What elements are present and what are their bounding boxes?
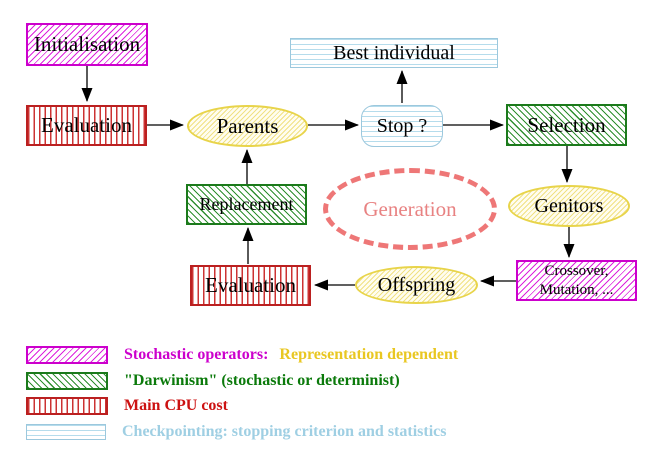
legend-label-stochastic: Stochastic operators: xyxy=(124,346,269,363)
legend-swatch-cyan-stripes xyxy=(26,424,106,440)
node-crossover-mutation-label: Crossover, Mutation, ... xyxy=(540,262,614,300)
node-offspring-label: Offspring xyxy=(377,273,456,296)
node-stop-label: Stop ? xyxy=(376,114,428,137)
crossover-line1: Crossover, xyxy=(544,262,609,279)
node-genitors-label: Genitors xyxy=(534,194,604,217)
node-replacement: Replacement xyxy=(186,184,307,225)
legend-label-checkpointing: Checkpointing: stopping criterion and st… xyxy=(122,423,447,440)
legend-label-darwinism: "Darwinism" (stochastic or determinist) xyxy=(124,372,400,389)
node-best-individual: Best individual xyxy=(290,38,498,68)
node-evaluation-top: Evaluation xyxy=(26,105,147,146)
node-best-individual-label: Best individual xyxy=(333,41,455,64)
node-initialisation: Initialisation xyxy=(26,23,148,66)
legend-row-cpu-cost: Main CPU cost xyxy=(26,397,228,415)
node-evaluation-top-label: Evaluation xyxy=(41,113,132,137)
legend-swatch-red-stripes xyxy=(26,397,108,415)
node-selection: Selection xyxy=(506,104,627,146)
node-generation-cycle: Generation xyxy=(323,168,497,250)
node-genitors: Genitors xyxy=(508,185,630,227)
node-selection-label: Selection xyxy=(527,112,606,137)
node-crossover-mutation: Crossover, Mutation, ... xyxy=(516,260,637,301)
node-evaluation-bottom-label: Evaluation xyxy=(205,273,296,297)
node-evaluation-bottom: Evaluation xyxy=(190,265,311,306)
legend-row-checkpointing: Checkpointing: stopping criterion and st… xyxy=(26,423,446,441)
legend-label-cpu-cost: Main CPU cost xyxy=(124,397,228,414)
legend-label-representation-dependent: Representation dependent xyxy=(279,346,459,363)
node-parents-label: Parents xyxy=(216,113,279,138)
node-offspring: Offspring xyxy=(355,266,478,304)
node-parents: Parents xyxy=(187,105,308,147)
legend-swatch-green-hatch xyxy=(26,372,108,390)
node-replacement-label: Replacement xyxy=(199,194,294,214)
legend-row-darwinism: "Darwinism" (stochastic or determinist) xyxy=(26,372,400,390)
legend-row-stochastic: Stochastic operators: Representation dep… xyxy=(26,346,458,364)
crossover-line2: Mutation, ... xyxy=(539,281,614,298)
node-initialisation-label: Initialisation xyxy=(33,32,141,56)
node-generation-label: Generation xyxy=(363,196,457,221)
node-stop: Stop ? xyxy=(361,105,443,147)
legend-swatch-magenta-hatch xyxy=(26,346,108,364)
